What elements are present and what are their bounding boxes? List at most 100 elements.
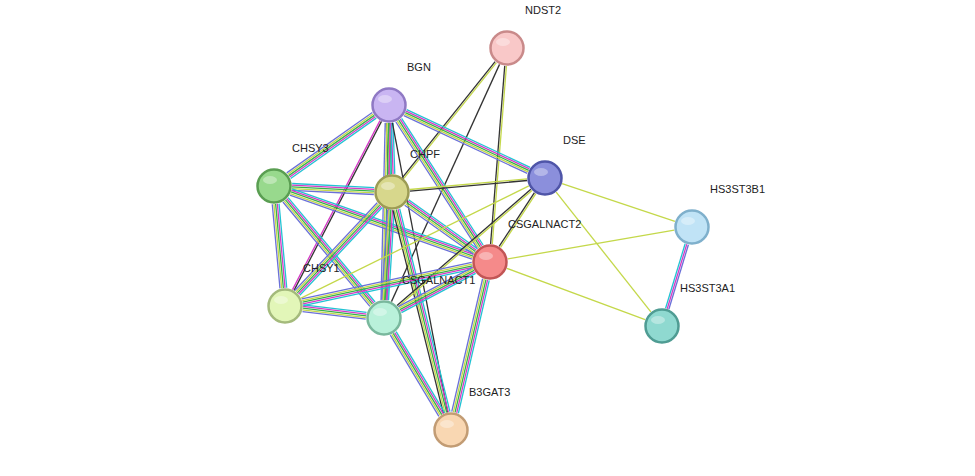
evidence-line — [390, 335, 439, 416]
node-disc — [491, 32, 524, 65]
node-disc — [376, 176, 409, 209]
evidence-line — [405, 113, 528, 171]
node-circle — [256, 168, 292, 204]
evidence-line — [290, 117, 376, 177]
protein-label: CHSY1 — [303, 262, 340, 274]
interaction-edge — [287, 113, 376, 179]
node-circle — [527, 160, 563, 196]
protein-node: CHPF — [374, 174, 410, 210]
evidence-line — [562, 184, 675, 222]
protein-node: B3GAT3 — [433, 412, 469, 448]
node-disc — [474, 246, 507, 279]
evidence-line — [507, 268, 645, 319]
protein-label: HS3ST3B1 — [710, 183, 765, 195]
node-disc — [373, 89, 406, 122]
interaction-edge — [410, 179, 527, 191]
evidence-line — [397, 189, 531, 305]
node-highlight — [479, 252, 493, 260]
evidence-line — [556, 192, 651, 312]
evidence-line — [407, 202, 476, 251]
evidence-line — [401, 272, 475, 311]
interaction-edge — [556, 192, 651, 312]
node-disc — [269, 290, 302, 323]
evidence-line — [406, 111, 529, 169]
evidence-line — [667, 244, 687, 309]
node-highlight — [681, 217, 695, 225]
protein-node: HS3ST3A1 — [644, 308, 680, 344]
interaction-edge — [301, 186, 529, 298]
node-circle — [371, 87, 407, 123]
node-highlight — [373, 308, 387, 316]
interaction-edge — [295, 203, 382, 295]
evidence-line — [293, 121, 380, 290]
evidence-line — [288, 114, 374, 174]
node-circle — [366, 300, 402, 336]
evidence-line — [669, 245, 689, 310]
protein-label: HS3ST3A1 — [680, 282, 735, 294]
evidence-line — [404, 116, 527, 174]
protein-label: B3GAT3 — [469, 386, 510, 398]
protein-node: CSGALNACT2 — [472, 244, 508, 280]
evidence-line — [299, 206, 381, 294]
evidence-line — [392, 334, 441, 415]
evidence-line — [410, 180, 527, 191]
interaction-edge — [397, 189, 532, 307]
evidence-line — [276, 204, 284, 288]
evidence-line — [508, 230, 675, 259]
protein-node: BGN — [371, 87, 407, 123]
node-disc — [646, 310, 679, 343]
evidence-line — [398, 190, 532, 306]
node-highlight — [496, 38, 510, 46]
evidence-line — [406, 204, 475, 253]
protein-label: BGN — [407, 61, 431, 73]
protein-label: CSGALNACT1 — [402, 274, 475, 286]
node-highlight — [534, 168, 548, 176]
protein-label: NDST2 — [525, 4, 561, 16]
evidence-line — [666, 244, 686, 309]
protein-node: CSGALNACT1 — [366, 300, 402, 336]
interaction-edge — [302, 305, 366, 319]
evidence-line — [272, 204, 280, 288]
node-highlight — [381, 182, 395, 190]
evidence-line — [300, 207, 382, 295]
evidence-line — [398, 267, 472, 306]
evidence-line — [407, 110, 530, 168]
interaction-edge — [666, 244, 689, 310]
node-circle — [644, 308, 680, 344]
node-highlight — [274, 296, 288, 304]
interaction-edge — [562, 184, 675, 222]
interaction-edge — [507, 268, 645, 319]
interaction-edge — [404, 110, 530, 174]
node-circle — [489, 30, 525, 66]
protein-label: CSGALNACT2 — [508, 218, 581, 230]
node-circle — [472, 244, 508, 280]
evidence-line — [402, 273, 476, 312]
interaction-edge — [508, 230, 675, 259]
node-disc — [676, 211, 709, 244]
protein-node: HS3ST3B1 — [674, 209, 710, 245]
node-disc — [435, 414, 468, 447]
evidence-line — [295, 203, 377, 291]
evidence-line — [302, 312, 365, 320]
protein-node: NDST2 — [489, 30, 525, 66]
protein-node: DSE — [527, 160, 563, 196]
node-highlight — [378, 95, 392, 103]
node-disc — [258, 170, 291, 203]
node-highlight — [651, 316, 665, 324]
evidence-line — [409, 200, 478, 249]
node-circle — [374, 174, 410, 210]
protein-label: CHSY3 — [292, 142, 329, 154]
node-circle — [674, 209, 710, 245]
interaction-edge — [390, 332, 444, 417]
interaction-edge — [272, 204, 286, 289]
node-highlight — [440, 420, 454, 428]
node-circle — [433, 412, 469, 448]
interaction-edge — [398, 267, 475, 312]
evidence-line — [408, 201, 477, 250]
evidence-line — [296, 204, 378, 292]
evidence-line — [396, 332, 445, 413]
evidence-line — [395, 333, 444, 414]
protein-node: CHSY3 — [256, 168, 292, 204]
